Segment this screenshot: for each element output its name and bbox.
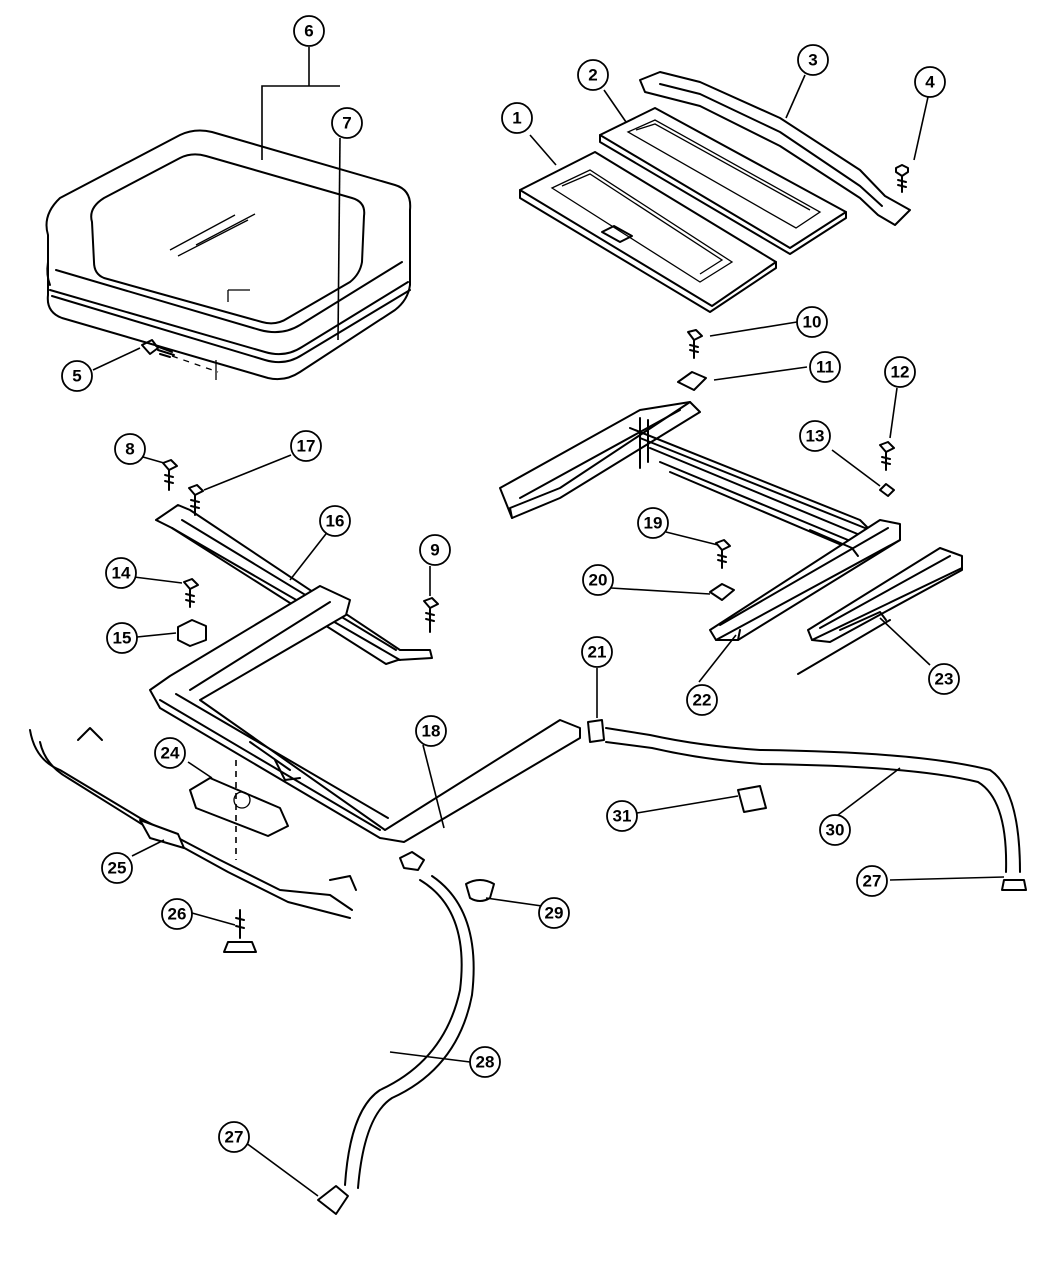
svg-text:5: 5 [72, 367, 81, 386]
callout-20: 20 [582, 564, 614, 596]
callout-29: 29 [538, 897, 570, 929]
drain-hoses [317, 719, 1027, 1215]
leader-lines [92, 47, 1005, 1197]
callout-15: 15 [106, 622, 138, 654]
svg-text:29: 29 [545, 904, 564, 923]
callout-3: 3 [797, 44, 829, 76]
svg-text:20: 20 [589, 571, 608, 590]
callout-26: 26 [161, 898, 193, 930]
svg-text:24: 24 [161, 744, 180, 763]
svg-text:3: 3 [808, 51, 817, 70]
svg-text:1: 1 [512, 109, 521, 128]
glass-panel-assembly [45, 129, 412, 381]
svg-text:11: 11 [816, 358, 834, 377]
callout-6: 6 [293, 15, 325, 47]
svg-text:2: 2 [588, 66, 597, 85]
deflector-frame-assembly [149, 459, 581, 843]
callout-2: 2 [577, 59, 609, 91]
svg-text:16: 16 [326, 512, 345, 531]
callout-9: 9 [419, 534, 451, 566]
svg-text:21: 21 [588, 643, 607, 662]
callout-31: 31 [606, 800, 638, 832]
sunroof-frame [499, 329, 963, 675]
callout-21: 21 [581, 636, 613, 668]
callout-17: 17 [290, 430, 322, 462]
svg-text:30: 30 [826, 821, 845, 840]
svg-text:31: 31 [613, 807, 632, 826]
callout-14: 14 [105, 557, 137, 589]
svg-text:4: 4 [925, 73, 935, 92]
svg-text:9: 9 [430, 541, 439, 560]
svg-text:14: 14 [112, 564, 131, 583]
callout-7: 7 [331, 107, 363, 139]
callout-19: 19 [637, 507, 669, 539]
svg-text:10: 10 [803, 313, 822, 332]
svg-text:26: 26 [168, 905, 187, 924]
callout-1: 1 [501, 102, 533, 134]
svg-text:23: 23 [935, 670, 954, 689]
svg-text:25: 25 [108, 859, 127, 878]
svg-text:15: 15 [113, 629, 132, 648]
callout-10: 10 [796, 306, 828, 338]
svg-text:6: 6 [304, 22, 313, 41]
callout-25: 25 [101, 852, 133, 884]
callout-27-right: 27 [856, 865, 888, 897]
callout-4: 4 [914, 66, 946, 98]
callout-5: 5 [61, 360, 93, 392]
callout-24: 24 [154, 737, 186, 769]
callout-11: 11 [809, 351, 841, 383]
sunshade-panels [519, 71, 911, 313]
callout-30: 30 [819, 814, 851, 846]
svg-text:17: 17 [297, 437, 316, 456]
svg-text:8: 8 [125, 440, 134, 459]
svg-text:13: 13 [806, 427, 825, 446]
svg-text:27: 27 [863, 872, 882, 891]
svg-text:22: 22 [693, 691, 712, 710]
callout-16: 16 [319, 505, 351, 537]
callout-18: 18 [415, 715, 447, 747]
callout-22: 22 [686, 684, 718, 716]
svg-text:28: 28 [476, 1053, 495, 1072]
svg-text:7: 7 [342, 114, 351, 133]
callout-27-left: 27 [218, 1121, 250, 1153]
callout-13: 13 [799, 420, 831, 452]
callout-28: 28 [469, 1046, 501, 1078]
callout-23: 23 [928, 663, 960, 695]
motor-harness [29, 727, 357, 953]
svg-text:19: 19 [644, 514, 663, 533]
svg-text:27: 27 [225, 1128, 244, 1147]
callout-8: 8 [114, 433, 146, 465]
svg-text:12: 12 [891, 363, 910, 382]
callout-12: 12 [884, 356, 916, 388]
svg-text:18: 18 [422, 722, 441, 741]
